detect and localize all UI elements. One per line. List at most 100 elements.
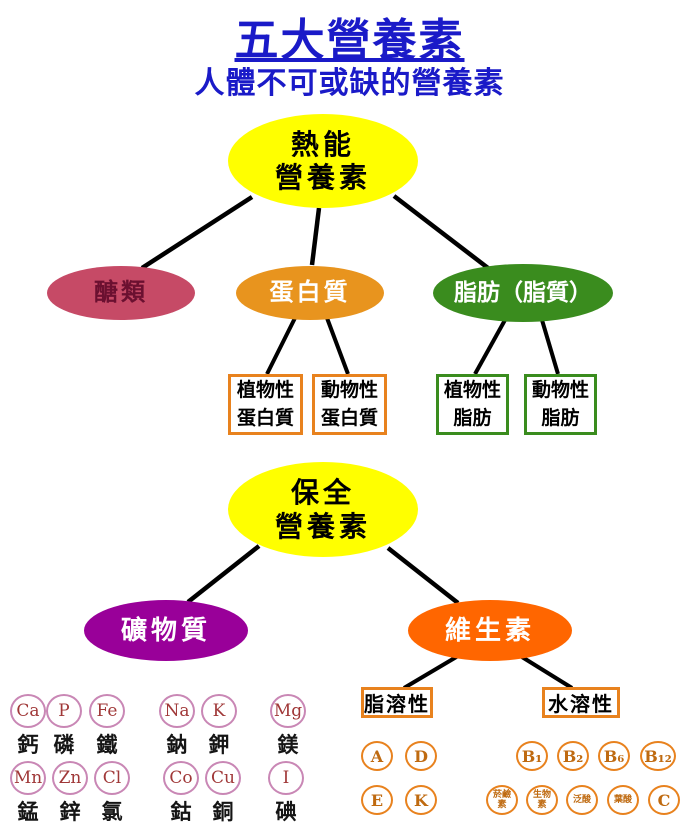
mineral-symbol: Fe <box>96 701 118 721</box>
box-animal-fat: 動物性 脂肪 <box>524 374 597 435</box>
box-animal-protein-line2: 蛋白質 <box>320 407 378 429</box>
vitamin-circle-niacin: 菸鹼素 <box>486 785 518 815</box>
connector-energy-fat <box>392 194 490 270</box>
mineral-cell-mn: Mn 錳 <box>7 761 49 826</box>
box-animal-fat-line2: 脂肪 <box>541 407 580 429</box>
mineral-symbol: Cl <box>102 768 122 788</box>
page-subtitle: 人體不可或缺的營養素 <box>194 67 505 100</box>
node-fat: 脂肪（脂質） <box>433 264 613 322</box>
connector-energy-carb <box>140 195 254 270</box>
mineral-name: 鈷 <box>170 801 192 824</box>
node-carbohydrate-label: 醣類 <box>94 278 148 306</box>
vitamin-circle-folate: 葉酸 <box>607 785 639 815</box>
mineral-symbol: Na <box>164 701 190 721</box>
node-energy-label-line2: 營養素 <box>274 162 371 193</box>
mineral-name: 鎂 <box>277 734 299 757</box>
mineral-cell-i: I 碘 <box>265 761 307 826</box>
mineral-circle-k: K <box>201 694 237 728</box>
box-animal-fat-line1: 動物性 <box>531 379 589 401</box>
box-plant-protein: 植物性 蛋白質 <box>228 374 303 435</box>
connector-protein-animal <box>325 317 350 375</box>
mineral-cell-cl: Cl 氯 <box>91 761 133 826</box>
node-vitamin: 維生素 <box>408 600 572 661</box>
node-protein-label: 蛋白質 <box>269 278 351 306</box>
mineral-symbol: Co <box>169 768 193 788</box>
connector-vitamin-fatsoluble <box>402 654 460 690</box>
mineral-circle-cl: Cl <box>94 761 130 795</box>
mineral-name: 磷 <box>53 734 75 757</box>
vitamin-circle-b12: B₁₂ <box>640 741 676 771</box>
box-plant-fat-line2: 脂肪 <box>453 407 492 429</box>
mineral-circle-mn: Mn <box>10 761 46 795</box>
box-plant-fat-line1: 植物性 <box>443 379 501 401</box>
box-fat-soluble-label: 脂溶性 <box>364 694 430 716</box>
vitamin-circle-b1: B₁ <box>516 741 548 771</box>
page-title: 五大營養素 <box>234 15 465 66</box>
mineral-cell-co: Co 鈷 <box>160 761 202 826</box>
mineral-symbol: Mg <box>273 701 303 721</box>
vitamin-circle-pantothenic-acid: 泛酸 <box>566 785 598 815</box>
box-animal-protein: 動物性 蛋白質 <box>312 374 387 435</box>
mineral-cell-mg: Mg 鎂 <box>267 694 309 759</box>
mineral-symbol: Mn <box>13 768 43 788</box>
vitamin-circle-b2: B₂ <box>557 741 589 771</box>
mineral-symbol: Zn <box>58 768 82 788</box>
node-carbohydrate: 醣類 <box>47 266 195 320</box>
connector-energy-protein <box>309 207 322 266</box>
vitamin-circle-b6: B₆ <box>598 741 630 771</box>
connector-fat-animal <box>540 319 560 375</box>
connector-protective-vitamin <box>386 546 460 605</box>
node-protective-label-line1: 保全 <box>290 477 355 509</box>
mineral-circle-mg: Mg <box>270 694 306 728</box>
connector-fat-plant <box>473 319 507 375</box>
vitamin-circle-biotin: 生物素 <box>526 785 558 815</box>
connector-protein-plant <box>265 317 297 375</box>
vitamin-circle-c: C <box>648 785 680 815</box>
node-protective-label-line2: 營養素 <box>274 510 371 542</box>
mineral-circle-i: I <box>268 761 304 795</box>
mineral-symbol: P <box>58 701 70 721</box>
mineral-circle-p: P <box>46 694 82 728</box>
node-protective-nutrients: 保全 營養素 <box>228 462 418 557</box>
mineral-name: 鈉 <box>166 734 188 757</box>
mineral-name: 鋅 <box>59 801 81 824</box>
node-energy-label-line1: 熱能 <box>290 128 355 160</box>
mineral-name: 碘 <box>275 801 297 824</box>
mineral-name: 鉀 <box>208 734 230 757</box>
connector-vitamin-watersoluble <box>520 655 574 690</box>
vitamin-circle-e: E <box>361 785 393 815</box>
mineral-circle-cu: Cu <box>205 761 241 795</box>
mineral-cell-zn: Zn 鋅 <box>49 761 91 826</box>
box-plant-protein-line1: 植物性 <box>236 379 294 401</box>
vitamin-circle-a: A <box>361 741 393 771</box>
mineral-cell-p: P 磷 <box>43 694 85 759</box>
node-energy-nutrients: 熱能 營養素 <box>228 114 418 208</box>
box-water-soluble-label: 水溶性 <box>548 694 614 716</box>
mineral-circle-na: Na <box>159 694 195 728</box>
mineral-circle-fe: Fe <box>89 694 125 728</box>
mineral-symbol: Ca <box>16 701 40 721</box>
mineral-symbol: K <box>212 701 226 721</box>
box-animal-protein-line1: 動物性 <box>320 379 378 401</box>
mineral-cell-ca: Ca 鈣 <box>7 694 49 759</box>
mineral-cell-cu: Cu 銅 <box>202 761 244 826</box>
mineral-name: 鐵 <box>96 734 118 757</box>
mineral-circle-ca: Ca <box>10 694 46 728</box>
mineral-symbol: I <box>282 768 290 788</box>
mineral-cell-na: Na 鈉 <box>156 694 198 759</box>
node-fat-label: 脂肪（脂質） <box>454 279 592 306</box>
connector-protective-mineral <box>186 544 261 604</box>
node-protein: 蛋白質 <box>236 266 384 320</box>
mineral-circle-co: Co <box>163 761 199 795</box>
mineral-name: 銅 <box>212 801 234 824</box>
box-water-soluble: 水溶性 <box>542 687 620 718</box>
vitamin-circle-d: D <box>405 741 437 771</box>
box-plant-fat: 植物性 脂肪 <box>436 374 509 435</box>
node-vitamin-label: 維生素 <box>444 615 535 646</box>
node-mineral: 礦物質 <box>84 600 248 661</box>
node-mineral-label: 礦物質 <box>120 615 211 646</box>
box-plant-protein-line2: 蛋白質 <box>236 407 294 429</box>
mineral-circle-zn: Zn <box>52 761 88 795</box>
